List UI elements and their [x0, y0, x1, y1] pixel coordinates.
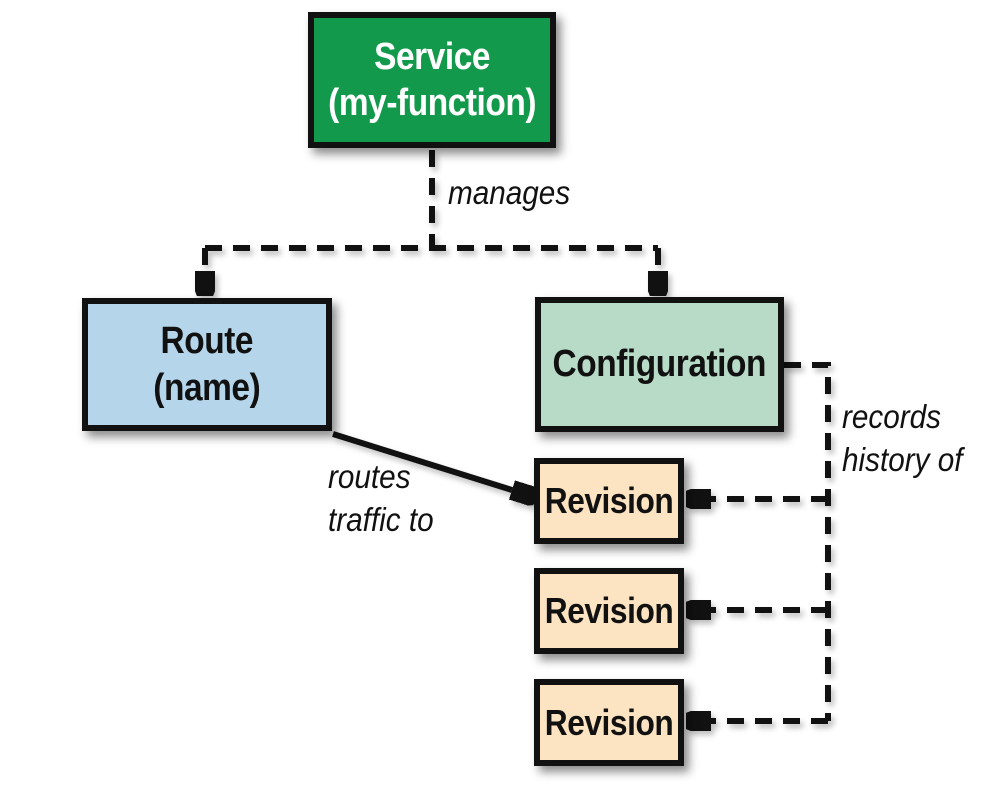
- route-node: Route (name): [82, 298, 332, 431]
- service-title: Service: [374, 35, 490, 78]
- records-history-text-line2: history of: [842, 440, 963, 478]
- records-history-text-line1: records: [842, 398, 942, 435]
- route-node-label: Route (name): [153, 318, 260, 411]
- service-subtitle: (my-function): [328, 82, 536, 124]
- revision-node-1-label: Revision: [544, 480, 674, 522]
- revision-node-3-label: Revision: [544, 701, 674, 743]
- revision-node-1: Revision: [534, 458, 684, 544]
- route-subtitle: (name): [153, 366, 261, 409]
- manages-text: manages: [448, 174, 571, 211]
- service-node: Service (my-function): [308, 12, 556, 148]
- configuration-node: Configuration: [535, 297, 784, 432]
- manages-edge-label: manages: [448, 172, 584, 215]
- routes-traffic-arrow: [332, 431, 512, 490]
- revision-node-3: Revision: [534, 679, 684, 766]
- service-node-label: Service (my-function): [328, 34, 536, 127]
- revision-node-2: Revision: [534, 568, 684, 654]
- records-history-edge-label: records history of: [842, 396, 976, 482]
- revision-node-2-label: Revision: [544, 590, 674, 632]
- configuration-node-label: Configuration: [552, 343, 767, 386]
- route-title: Route: [160, 320, 254, 363]
- records-history-spine-line: [784, 362, 831, 721]
- routes-traffic-text-line2: traffic to: [328, 500, 434, 538]
- routes-traffic-text-line1: routes: [328, 458, 411, 495]
- routes-traffic-edge-label: routes traffic to: [328, 456, 445, 542]
